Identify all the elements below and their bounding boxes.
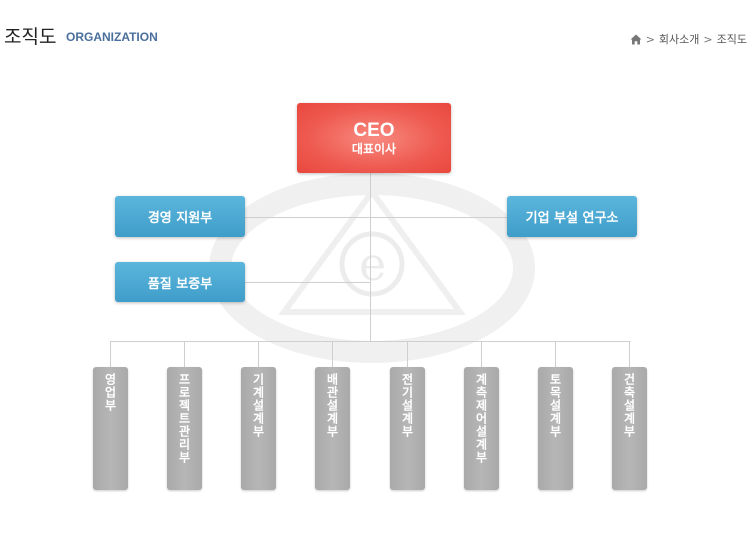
department-label: 배관설계부 [325,373,339,438]
breadcrumb-item-company[interactable]: 회사소개 [658,33,700,46]
research-institute-box: 기업 부설 연구소 [507,196,637,237]
department-sales: 영업부 [93,367,128,490]
department-architecture-design: 건축설계부 [612,367,647,490]
department-instrumentation-design: 계측제어설계부 [464,367,499,490]
page-title: 조직도 [4,26,57,48]
department-label: 건축설계부 [622,373,636,438]
breadcrumb-separator: > [703,32,713,46]
management-support-box: 경영 지원부 [115,196,245,237]
ceo-subtitle: 대표이사 [351,141,397,156]
department-project-management: 프로젝트관리부 [167,367,202,490]
breadcrumb: > 회사소개 > 조직도 [630,31,747,47]
department-label: 영업부 [103,373,117,412]
breadcrumb-separator: > [645,32,655,46]
department-piping-design: 배관설계부 [315,367,350,490]
department-mechanical-design: 기계설계부 [241,367,276,490]
ceo-title: CEO [353,119,395,141]
breadcrumb-item-current: 조직도 [716,33,747,46]
department-label: 프로젝트관리부 [177,373,191,464]
department-electrical-design: 전기설계부 [390,367,425,490]
department-label: 계측제어설계부 [474,373,488,464]
home-icon[interactable] [630,34,642,45]
ceo-box: CEO 대표이사 [297,103,451,173]
department-label: 기계설계부 [251,373,265,438]
department-label: 전기설계부 [400,373,414,438]
department-civil-design: 토목설계부 [538,367,573,490]
department-label: 토목설계부 [548,373,562,438]
quality-assurance-box: 품질 보증부 [115,262,245,302]
page-subtitle: ORGANIZATION [66,30,158,44]
